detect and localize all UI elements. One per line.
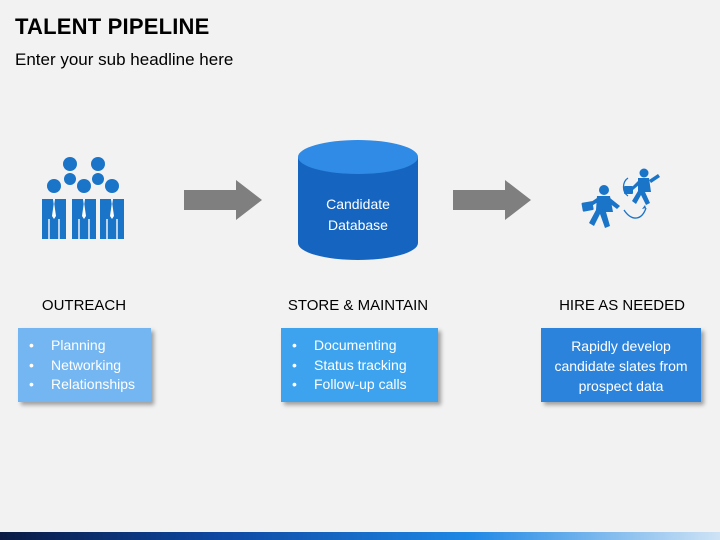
store-maintain-list: Documenting Status tracking Follow-up ca…	[281, 336, 438, 395]
hire-text-line3: prospect data	[578, 378, 664, 394]
list-item: Networking	[18, 356, 151, 376]
running-businessmen-icon	[581, 168, 660, 228]
footer-bar	[0, 532, 720, 540]
stage-label-store-maintain: STORE & MAINTAIN	[287, 297, 429, 314]
arrow-right-icon	[184, 180, 262, 220]
hire-box: Rapidly develop candidate slates from pr…	[541, 328, 701, 402]
outreach-list: Planning Networking Relationships	[18, 336, 151, 395]
people-group-icon	[42, 157, 124, 239]
database-label-line2: Database	[328, 217, 388, 233]
list-item: Status tracking	[281, 356, 438, 376]
store-maintain-box: Documenting Status tracking Follow-up ca…	[281, 328, 438, 402]
stage-label-outreach: OUTREACH	[41, 297, 127, 314]
hire-text-line2: candidate slates from	[554, 358, 688, 374]
database-label: Candidate Database	[300, 194, 416, 236]
hire-text-line1: Rapidly develop	[571, 338, 671, 354]
database-cylinder	[298, 140, 418, 260]
page-title: TALENT PIPELINE	[15, 14, 210, 39]
database-label-line1: Candidate	[326, 196, 390, 212]
stage-label-hire: HIRE AS NEEDED	[559, 297, 685, 314]
outreach-box: Planning Networking Relationships	[18, 328, 151, 402]
page-subtitle: Enter your sub headline here	[15, 50, 234, 69]
list-item: Documenting	[281, 336, 438, 356]
list-item: Planning	[18, 336, 151, 356]
list-item: Follow-up calls	[281, 375, 438, 395]
arrow-right-icon	[453, 180, 531, 220]
list-item: Relationships	[18, 375, 151, 395]
